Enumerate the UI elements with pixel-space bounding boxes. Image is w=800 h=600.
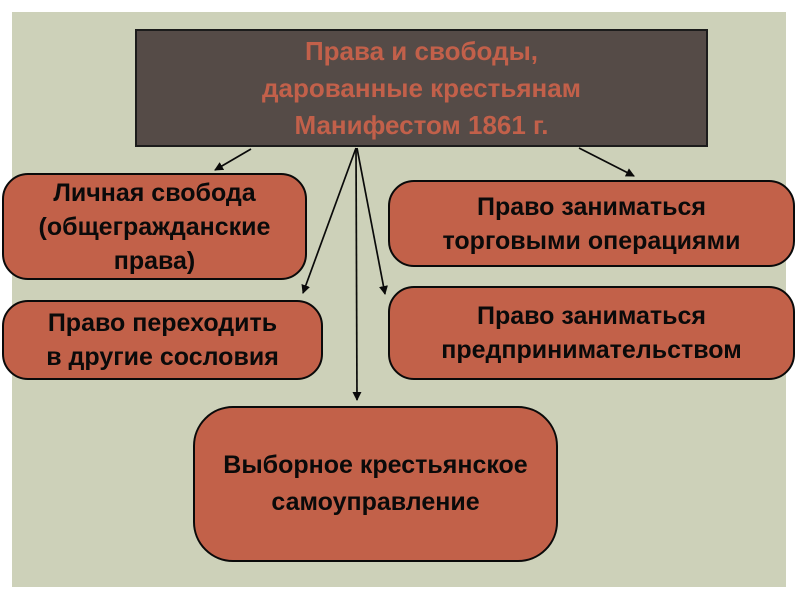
title-line: дарованные крестьянам (262, 72, 581, 103)
node-text-line: самоуправление (271, 488, 480, 516)
node-self-government: Выборное крестьянское самоуправление (193, 406, 558, 562)
diagram-title-box: Права и свободы, дарованные крестьянам М… (135, 29, 708, 147)
node-text-line: торговыми операциями (442, 226, 741, 255)
node-text-line: Право заниматься (476, 192, 707, 221)
node-text-line: предпринимательством (441, 336, 742, 364)
node-text-line: Право заниматься (476, 302, 707, 330)
node-text-line: Право переходить (47, 309, 278, 337)
node-entrepreneurship: Право заниматься предпринимательством (388, 286, 795, 380)
node-change-estate: Право переходить в другие сословия (2, 300, 323, 380)
title-line: Манифестом 1861 г. (294, 109, 549, 140)
title-line: Права и свободы, (304, 35, 539, 66)
node-text-line: права) (113, 246, 196, 275)
node-text-line: в другие сословия (46, 343, 279, 371)
node-text-line: (общегражданские (38, 212, 271, 241)
node-trade-operations: Право заниматься торговыми операциями (388, 180, 795, 267)
node-text-line: Выборное крестьянское (223, 451, 528, 479)
node-personal-freedom: Личная свобода (общегражданские права) (2, 173, 307, 280)
node-text-line: Личная свобода (53, 178, 256, 207)
